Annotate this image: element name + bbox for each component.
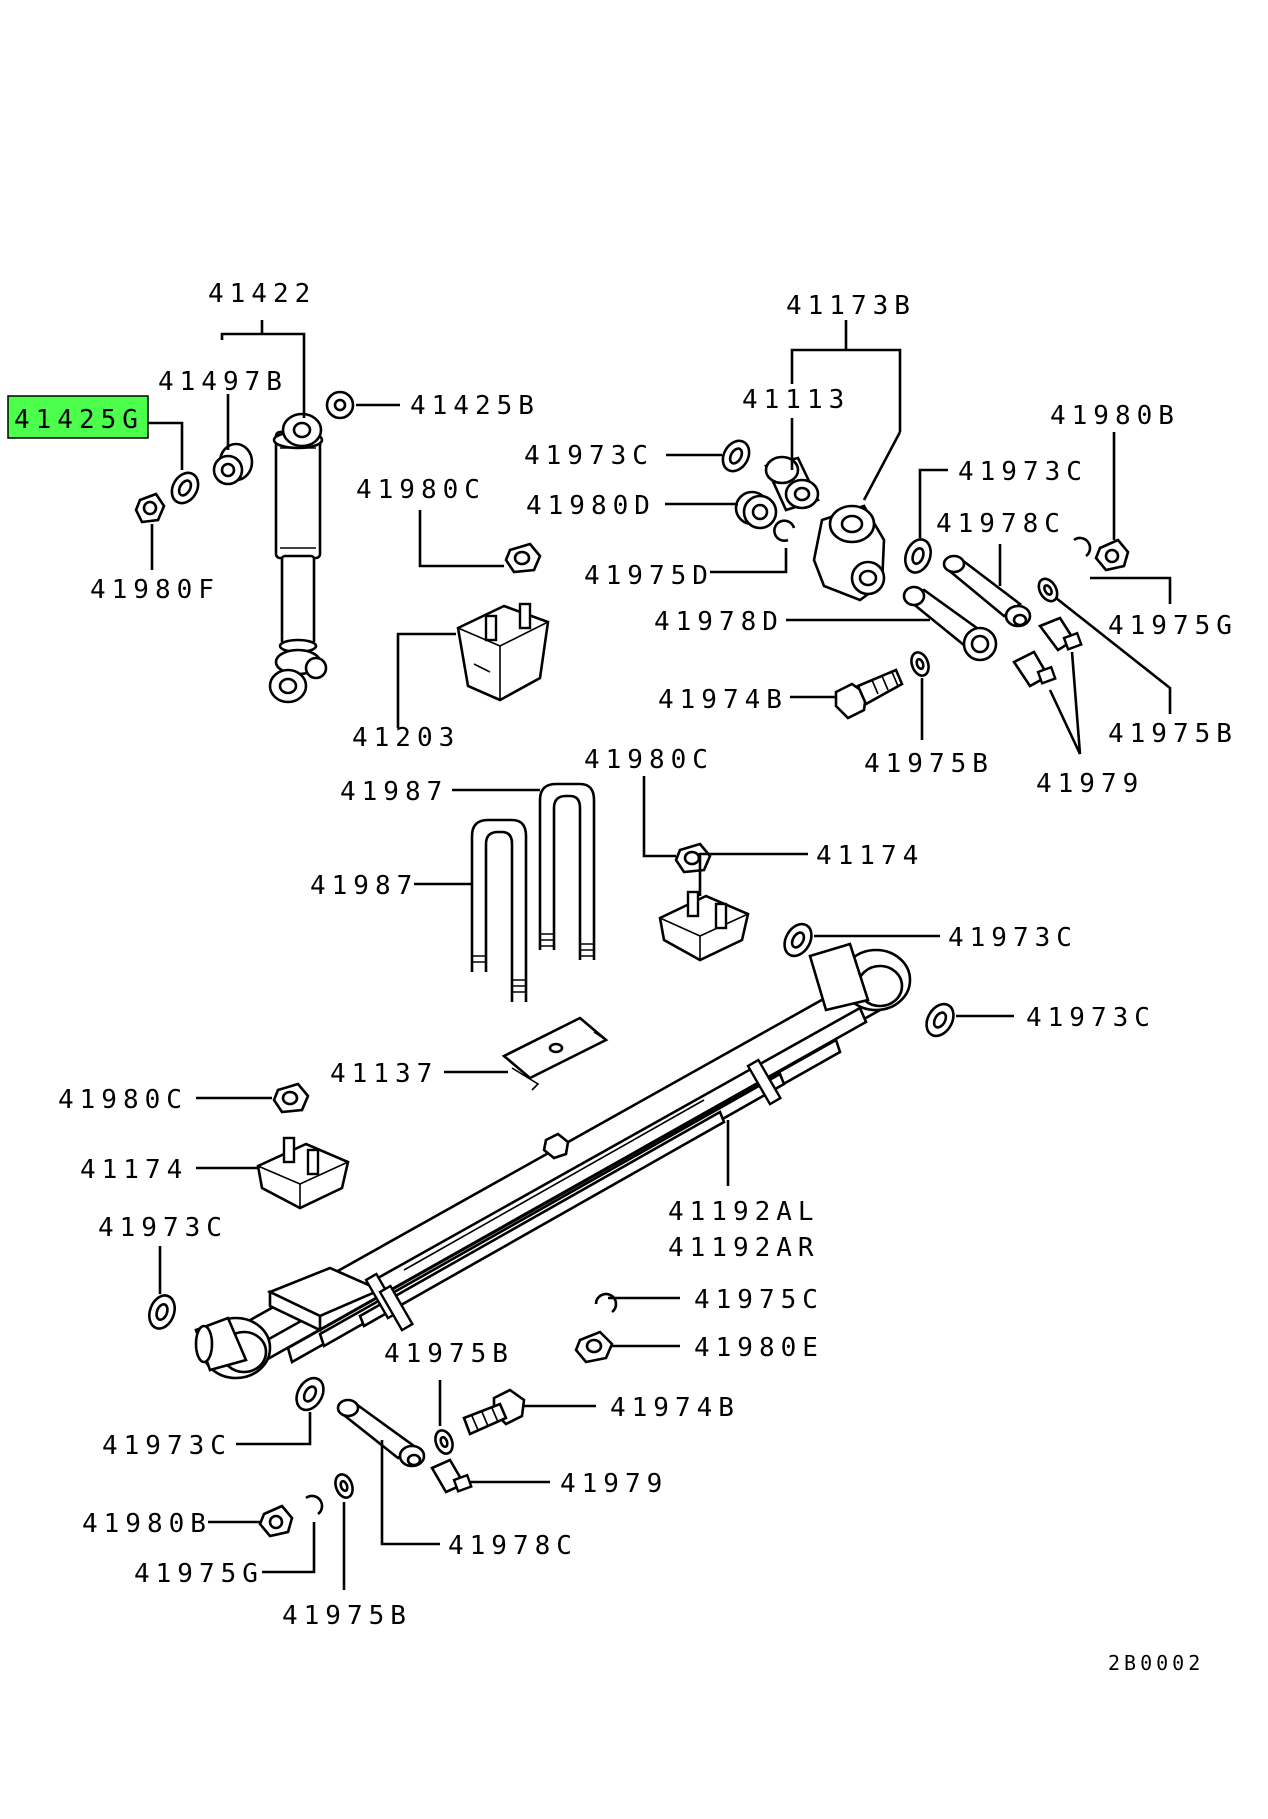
nut-41980D[interactable] — [734, 490, 778, 530]
bushing-41113[interactable] — [764, 455, 820, 512]
label-41974B-bottom[interactable]: 41974B — [610, 1393, 740, 1423]
label-41979-bottom[interactable]: 41979 — [560, 1469, 668, 1499]
label-41973C-c[interactable]: 41973C — [948, 923, 1078, 953]
nut-41980B-bot[interactable] — [258, 1504, 294, 1538]
label-41203[interactable]: 41203 — [352, 723, 460, 753]
label-41975C[interactable]: 41975C — [694, 1285, 824, 1315]
label-41987-b[interactable]: 41987 — [310, 871, 418, 901]
snap-ring-41975C[interactable] — [594, 1292, 618, 1314]
label-41978D[interactable]: 41978D — [654, 607, 784, 637]
label-41174-right[interactable]: 41174 — [816, 841, 924, 871]
label-41975B-bottom[interactable]: 41975B — [384, 1339, 514, 1369]
highlight-box — [7, 395, 149, 439]
snap-ring-41975D[interactable] — [773, 519, 796, 542]
grease-nipple-41979-bot[interactable] — [430, 1458, 473, 1494]
label-41422[interactable]: 41422 — [208, 279, 316, 309]
spring-pad-41174-left[interactable] — [256, 1136, 350, 1210]
label-41980C-mid[interactable]: 41980C — [584, 745, 714, 775]
label-41975D[interactable]: 41975D — [584, 561, 714, 591]
label-41425G[interactable]: 41425G — [14, 405, 144, 435]
leaf-spring-41192[interactable] — [194, 942, 912, 1380]
nut-41980C-mid[interactable] — [674, 842, 712, 874]
nut-41980F[interactable] — [134, 492, 166, 524]
label-41980E[interactable]: 41980E — [694, 1333, 824, 1363]
pin-41978C-top[interactable] — [942, 554, 1032, 628]
label-41973C-e[interactable]: 41973C — [98, 1213, 228, 1243]
label-41973C-f[interactable]: 41973C — [102, 1431, 232, 1461]
label-41980C-top[interactable]: 41980C — [356, 475, 486, 505]
label-41975B-low[interactable]: 41975B — [282, 1601, 412, 1631]
shock-absorber[interactable] — [268, 412, 328, 704]
washer-41975B-low[interactable] — [332, 1472, 355, 1500]
washer-41425G[interactable] — [167, 468, 204, 508]
label-41975G-bottom[interactable]: 41975G — [134, 1559, 264, 1589]
washer-41975B-r[interactable] — [1035, 576, 1061, 605]
label-41137[interactable]: 41137 — [330, 1059, 438, 1089]
label-41973C-d[interactable]: 41973C — [1026, 1003, 1156, 1033]
label-41978C-top[interactable]: 41978C — [936, 509, 1066, 539]
label-41980C-left[interactable]: 41980C — [58, 1085, 188, 1115]
bolt-41974B-bot[interactable] — [462, 1388, 526, 1436]
washer-41973C-c[interactable] — [779, 919, 817, 960]
label-41978C-bottom[interactable]: 41978C — [448, 1531, 578, 1561]
label-41975G-top[interactable]: 41975G — [1108, 611, 1238, 641]
bushing-41497B[interactable] — [212, 442, 254, 486]
label-41497B[interactable]: 41497B — [158, 367, 288, 397]
label-41425B[interactable]: 41425B — [410, 391, 540, 421]
u-bolt-41987-b[interactable] — [470, 818, 528, 1002]
label-41975B-right[interactable]: 41975B — [1108, 719, 1238, 749]
bolt-41974B-top[interactable] — [834, 668, 904, 720]
u-bolt-41987-a[interactable] — [538, 782, 596, 960]
label-41192AL[interactable]: 41192AL — [668, 1197, 820, 1227]
bushing-41425B[interactable] — [325, 390, 355, 420]
label-41974B-top[interactable]: 41974B — [658, 685, 788, 715]
shackle-plate-41173B[interactable] — [812, 504, 886, 602]
nut-41980C-top[interactable] — [504, 542, 542, 574]
washer-41973C-a[interactable] — [718, 436, 755, 476]
label-41192AR[interactable]: 41192AR — [668, 1233, 820, 1263]
washer-41975B-bot[interactable] — [432, 1428, 455, 1456]
washer-41973C-b[interactable] — [901, 536, 935, 576]
label-41979-top[interactable]: 41979 — [1036, 769, 1144, 799]
label-41980B-top[interactable]: 41980B — [1050, 401, 1180, 431]
center-plate-41137[interactable] — [501, 1016, 609, 1091]
washer-41973C-e[interactable] — [145, 1292, 179, 1332]
pin-41978D[interactable] — [902, 585, 998, 662]
pin-41978C-bot[interactable] — [336, 1398, 426, 1468]
label-41980D[interactable]: 41980D — [526, 491, 656, 521]
label-41975B-mid[interactable]: 41975B — [864, 749, 994, 779]
label-41980F[interactable]: 41980F — [90, 575, 220, 605]
label-41987-a[interactable]: 41987 — [340, 777, 448, 807]
label-41980B-bottom[interactable]: 41980B — [82, 1509, 212, 1539]
label-41113[interactable]: 41113 — [742, 385, 850, 415]
washer-41975B-mid[interactable] — [908, 650, 931, 678]
label-41973C-a[interactable]: 41973C — [524, 441, 654, 471]
grease-nipples-41979[interactable] — [1012, 616, 1083, 688]
snap-ring-41975G-bot[interactable] — [305, 1494, 324, 1516]
washer-41973C-d[interactable] — [921, 999, 959, 1040]
label-41425G-highlighted[interactable]: 41425G — [7, 395, 149, 439]
washer-41973C-f[interactable] — [291, 1373, 329, 1414]
nut-41980C-left[interactable] — [272, 1082, 310, 1114]
label-41973C-b[interactable]: 41973C — [958, 457, 1088, 487]
label-41173B[interactable]: 41173B — [786, 291, 916, 321]
nut-41980E[interactable] — [574, 1330, 614, 1364]
bump-stopper-41203[interactable] — [456, 602, 550, 702]
drawing-code: 2B0002 — [1108, 1651, 1204, 1675]
nut-41980B-top[interactable] — [1094, 538, 1130, 572]
snap-ring-41975G-top[interactable] — [1073, 536, 1092, 558]
label-41174-left[interactable]: 41174 — [80, 1155, 188, 1185]
spring-pad-41174-right[interactable] — [658, 890, 750, 962]
